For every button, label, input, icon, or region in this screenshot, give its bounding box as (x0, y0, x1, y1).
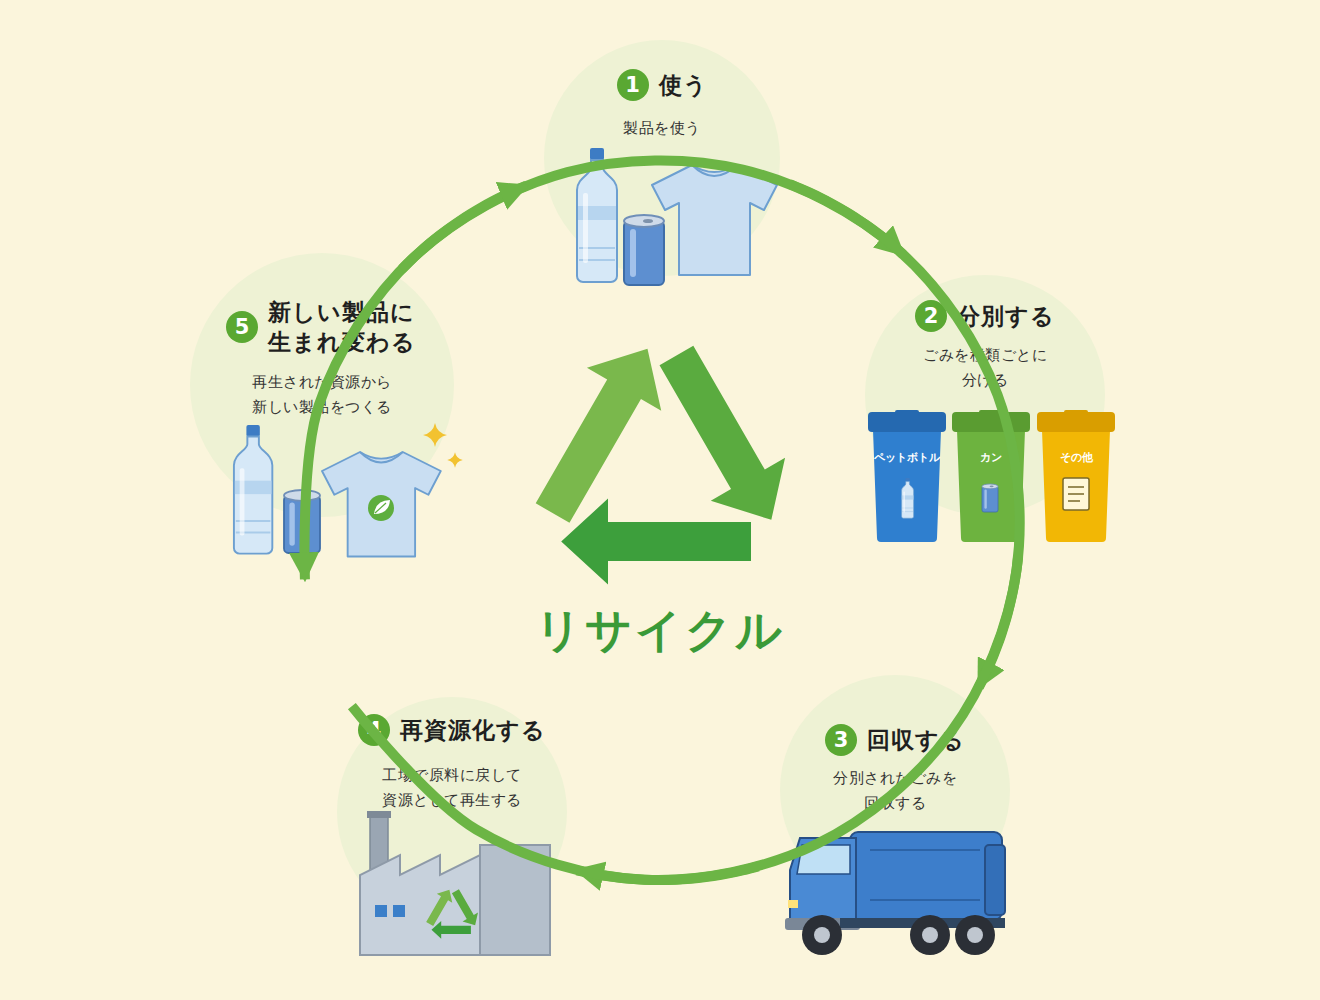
shirt-illustration (322, 452, 441, 557)
leaf-vein (375, 503, 386, 513)
step-circle-fill (544, 40, 780, 276)
bin-outline (1037, 410, 1115, 542)
truck-cab (790, 838, 856, 925)
truck-wheel (802, 915, 842, 955)
bin-body (957, 430, 1025, 542)
bin-outline (868, 410, 946, 542)
paper-bin-icon (1063, 478, 1089, 510)
bottle-illustration (234, 425, 272, 554)
truck-hub (967, 927, 983, 943)
shirt-illustration (652, 165, 777, 275)
step-circle: 5 新しい製品に 生まれ変わる再生された資源から 新しい製品をつくる (190, 253, 454, 517)
bin-label: その他 (1037, 450, 1115, 465)
bottle-bin-icon (902, 478, 914, 518)
sparkle (423, 423, 447, 447)
truck-hub (814, 927, 830, 943)
step-circle-fill (337, 697, 567, 927)
step-circle-fill (190, 253, 454, 517)
step-description: 再生された資源から 新しい製品をつくる (247, 370, 397, 420)
factory-window (393, 905, 405, 917)
circle-outline (780, 675, 1010, 905)
diagram-title: リサイクル (460, 600, 860, 662)
step-heading: 回収する (867, 725, 965, 755)
factory-building (480, 845, 550, 955)
recycle-logo (515, 327, 808, 584)
bin-label: カン (952, 450, 1030, 465)
step-circle: 4 再資源化する工場で原料に戻して 資源として再生する (337, 697, 567, 927)
truck-wheel (910, 915, 950, 955)
chimney-top (367, 811, 391, 818)
bin-body (873, 430, 941, 542)
step-description: ごみを種類ごとに 分ける (918, 343, 1053, 393)
sorting-bin: カン (952, 410, 1030, 542)
factory-recycle-mark (422, 885, 483, 938)
truck-cargo (850, 832, 1002, 920)
bin-label: ペットボトル (868, 450, 946, 465)
step-number: 5 (226, 311, 258, 343)
step-header: 2 分別する (865, 300, 1105, 332)
can-illustration (284, 490, 320, 553)
truck-headlight (788, 900, 798, 908)
sorting-bin: その他 (1037, 410, 1115, 542)
step-circle: 2分別するごみを種類ごとに 分けるペットボトルカンその他 (865, 275, 1105, 515)
paper-lines (1068, 487, 1084, 501)
factory-hall (360, 855, 480, 955)
step-description: 分別されたごみを 回収する (828, 766, 963, 816)
step-circle-fill (780, 675, 1010, 905)
step-description: 製品を使う (562, 116, 762, 141)
step-number: 4 (358, 714, 390, 746)
truck-chassis (840, 918, 1005, 928)
factory-window (375, 905, 387, 917)
step-number: 3 (825, 724, 857, 756)
step-header: 4 再資源化する (337, 714, 567, 746)
truck-hub (922, 927, 938, 943)
step-heading: 分別する (957, 301, 1055, 331)
step-heading: 使う (659, 70, 708, 100)
step-heading: 新しい製品に 生まれ変わる (268, 297, 418, 357)
leaf-badge (368, 495, 394, 521)
bin-body (1042, 430, 1110, 542)
cycle-arrow (402, 186, 527, 269)
step-header: 5 新しい製品に 生まれ変わる (190, 297, 454, 357)
truck-bumper (785, 918, 860, 930)
bottle-illustration (577, 148, 617, 282)
cycle-arrow (790, 184, 903, 254)
can-bin-icon (982, 484, 998, 512)
truck-window (797, 845, 850, 874)
step-header: 3 回収する (780, 724, 1010, 756)
sorting-bin: ペットボトル (868, 410, 946, 542)
step-header: 1 使う (544, 69, 780, 101)
cycle-arrow (577, 866, 759, 880)
leaf-shape (374, 500, 390, 514)
step-heading: 再資源化する (400, 715, 546, 745)
bin-handle (979, 410, 1003, 415)
can-illustration (624, 215, 664, 285)
step-circle: 1 使う製品を使う (544, 40, 780, 276)
step-circle: 3 回収する分別されたごみを 回収する (780, 675, 1010, 905)
cycle-arrow (979, 556, 1018, 687)
step-description: 工場で原料に戻して 資源として再生する (377, 763, 527, 813)
cycle-arrow (305, 160, 1020, 879)
truck-rear (985, 845, 1005, 915)
bin-handle (895, 410, 919, 415)
factory-chimney (370, 815, 388, 875)
step-number: 2 (915, 300, 947, 332)
truck-wheel (955, 915, 995, 955)
bin-handle (1064, 410, 1088, 415)
truck-stripe (870, 850, 980, 900)
bin-outline (952, 410, 1030, 542)
step-number: 1 (617, 69, 649, 101)
sparkle (447, 452, 463, 468)
